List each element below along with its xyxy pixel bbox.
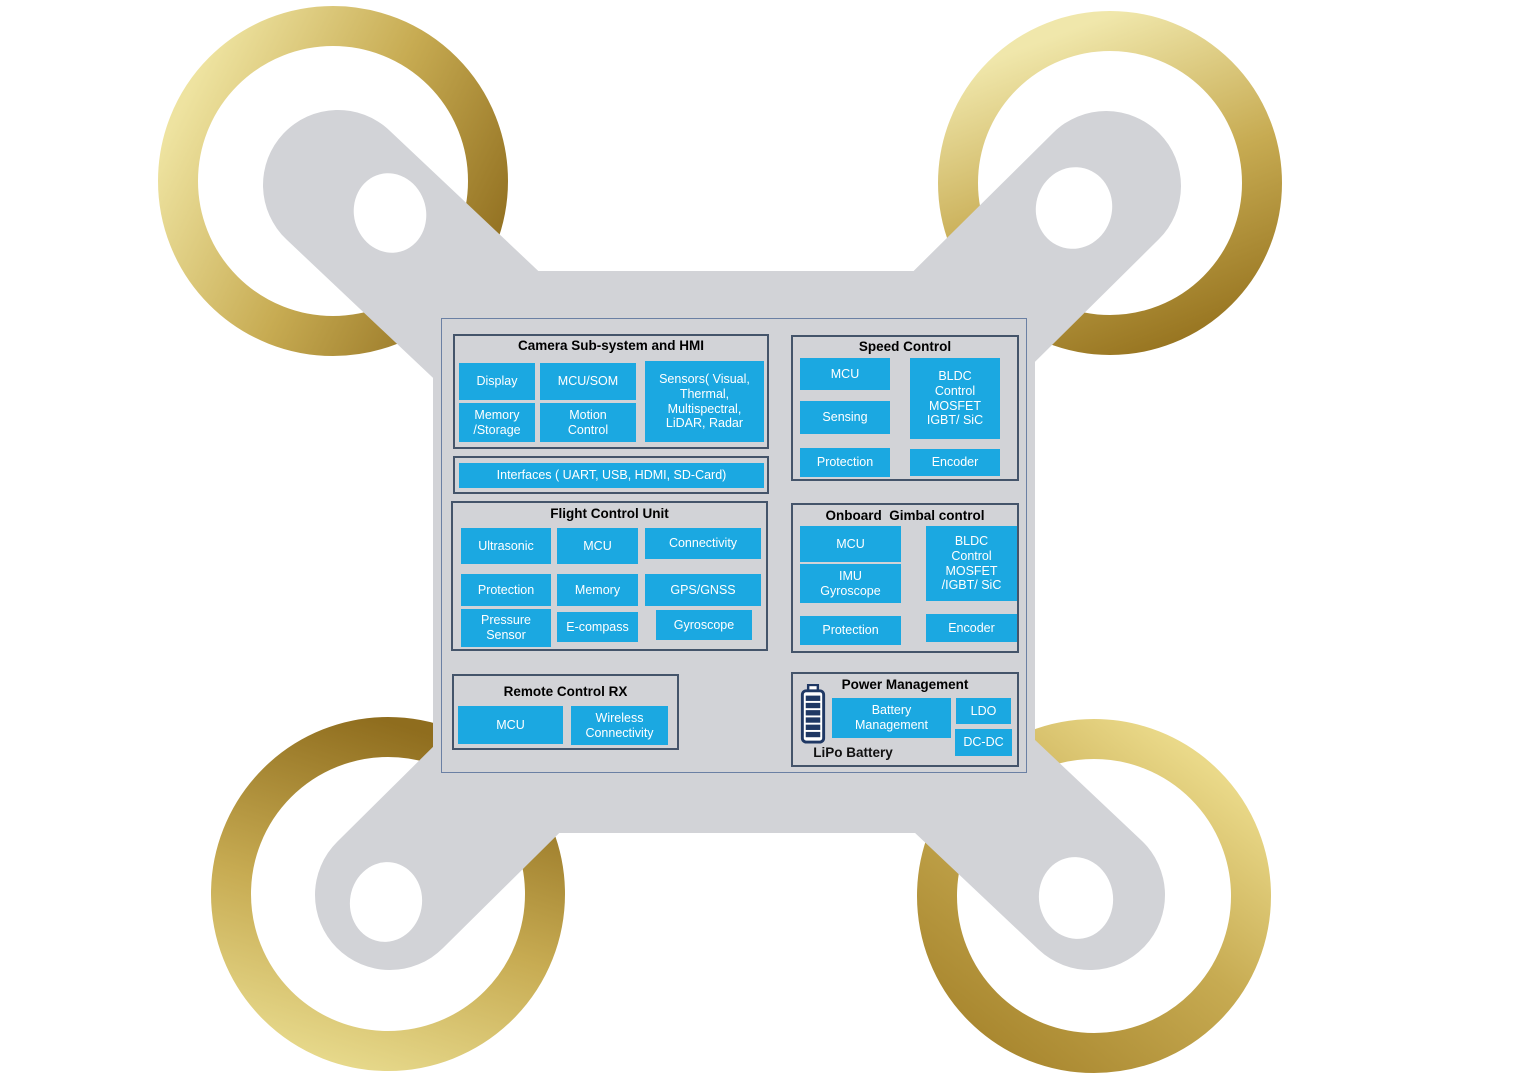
block-battery-management: Battery Management — [832, 698, 951, 738]
block-wireless-connectivity: Wireless Connectivity — [571, 706, 668, 745]
block-motion-control: Motion Control — [540, 403, 636, 442]
rotor-hub-hole-bottom-left — [349, 862, 423, 942]
panel-title-flight-control: Flight Control Unit — [550, 506, 669, 521]
rotor-hub-hole-top-left — [353, 173, 427, 253]
panel-gimbal-control: Onboard Gimbal control MCU BLDC Control … — [791, 503, 1019, 653]
propeller-ring-bottom-right — [917, 719, 1271, 1073]
panel-flight-control-unit: Flight Control Unit Ultrasonic MCU Conne… — [451, 501, 768, 651]
block-gimbal-protection: Protection — [800, 616, 901, 645]
panel-title-speed-control: Speed Control — [858, 339, 952, 354]
panel-title-power: Power Management — [841, 677, 969, 692]
block-ldo: LDO — [956, 698, 1011, 724]
block-pressure-sensor: Pressure Sensor — [461, 609, 551, 647]
block-display: Display — [459, 363, 535, 400]
block-fcu-mcu: MCU — [557, 528, 638, 564]
block-e-compass: E-compass — [557, 612, 638, 642]
propeller-ring-bottom-left — [211, 717, 565, 1071]
panel-camera-subsystem: Camera Sub-system and HMI Display MCU/SO… — [453, 334, 769, 449]
block-sensing: Sensing — [800, 401, 890, 434]
block-fcu-protection: Protection — [461, 574, 551, 606]
block-rc-mcu: MCU — [458, 706, 563, 744]
block-interfaces: Interfaces ( UART, USB, HDMI, SD-Card) — [459, 463, 764, 488]
subsystem-diagram: Camera Sub-system and HMI Display MCU/SO… — [441, 318, 1027, 773]
block-speed-bldc: BLDC Control MOSFET IGBT/ SiC — [910, 358, 1000, 439]
block-speed-encoder: Encoder — [910, 449, 1000, 476]
block-gimbal-encoder: Encoder — [926, 614, 1017, 642]
panel-speed-control: Speed Control MCU BLDC Control MOSFET IG… — [791, 335, 1019, 481]
rotor-hub-hole-top-right — [1035, 167, 1113, 249]
block-gps-gnss: GPS/GNSS — [645, 574, 761, 606]
lipo-battery-label: LiPo Battery — [813, 745, 893, 760]
panel-interfaces: Interfaces ( UART, USB, HDMI, SD-Card) — [453, 456, 769, 494]
block-gimbal-mcu: MCU — [800, 526, 901, 562]
block-sensors: Sensors( Visual, Thermal, Multispectral,… — [645, 361, 764, 442]
block-speed-mcu: MCU — [800, 358, 890, 390]
panel-power-management: Power Management Battery Management LDO … — [791, 672, 1019, 767]
panel-title-camera: Camera Sub-system and HMI — [517, 338, 705, 353]
block-mcu-som: MCU/SOM — [540, 363, 636, 400]
block-ultrasonic: Ultrasonic — [461, 528, 551, 564]
block-gyroscope: Gyroscope — [656, 610, 752, 640]
panel-remote-control-rx: Remote Control RX MCU Wireless Connectiv… — [452, 674, 679, 750]
block-fcu-memory: Memory — [557, 574, 638, 606]
panel-title-gimbal: Onboard Gimbal control — [825, 508, 985, 523]
panel-title-remote-control: Remote Control RX — [503, 684, 628, 699]
block-memory-storage: Memory /Storage — [459, 403, 535, 442]
block-gimbal-bldc: BLDC Control MOSFET /IGBT/ SiC — [926, 526, 1017, 601]
battery-icon — [800, 684, 826, 744]
block-imu-gyroscope: IMU Gyroscope — [800, 564, 901, 603]
block-speed-protection: Protection — [800, 448, 890, 477]
block-connectivity: Connectivity — [645, 528, 761, 559]
rotor-hub-hole-bottom-right — [1038, 857, 1114, 939]
propeller-ring-top-left — [158, 6, 508, 356]
block-dc-dc: DC-DC — [955, 729, 1012, 756]
propeller-ring-top-right — [938, 11, 1282, 355]
